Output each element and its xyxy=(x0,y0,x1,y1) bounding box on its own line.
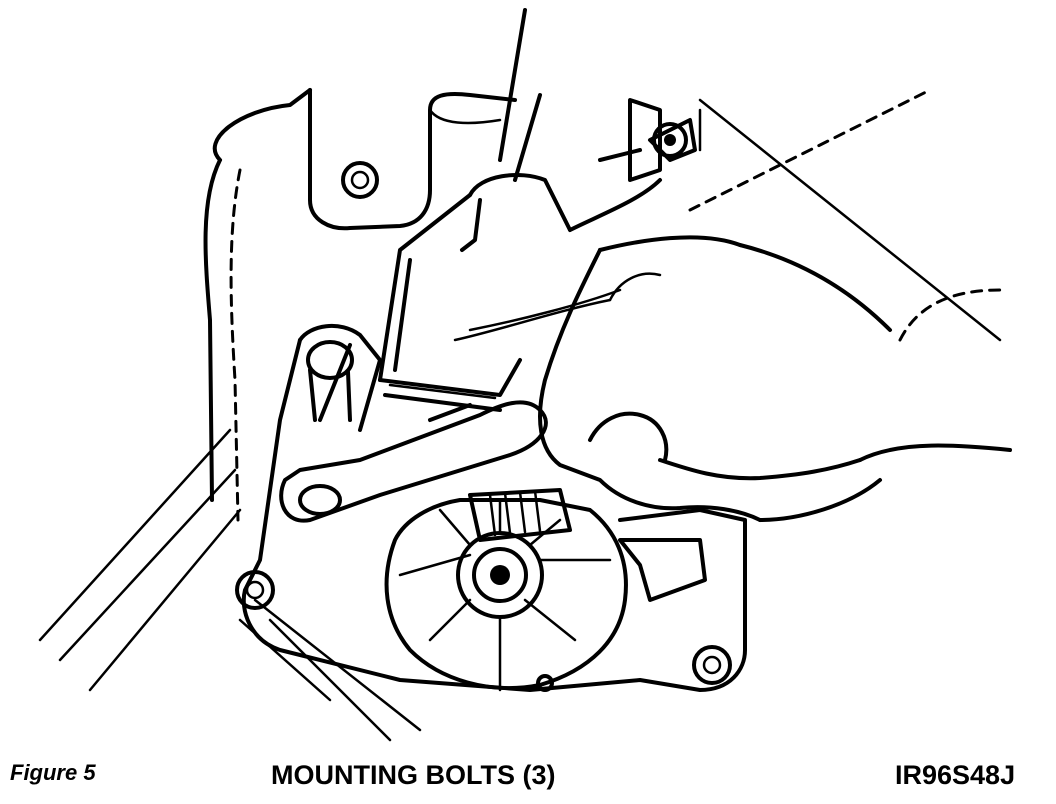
mounting-bolt-lower-left xyxy=(235,570,275,610)
door-panel-outline xyxy=(203,88,702,522)
wrench-tool xyxy=(279,400,548,523)
mounting-bolt-upper-right xyxy=(652,122,688,158)
drawing-code: IR96S48J xyxy=(895,760,1016,790)
callout-label: MOUNTING BOLTS (3) xyxy=(271,760,556,790)
mounting-bolt-top xyxy=(341,161,379,199)
figure-number: Figure 5 xyxy=(10,760,96,785)
technician-hand xyxy=(538,98,1002,522)
motor-bracket xyxy=(241,323,747,692)
door-frame-lines xyxy=(38,428,242,692)
regulator-channel xyxy=(378,8,622,412)
callout-leader-lines xyxy=(238,598,422,742)
window-motor xyxy=(384,488,628,692)
mounting-bolt-lower-right xyxy=(692,645,732,685)
sleeve xyxy=(688,88,1012,462)
